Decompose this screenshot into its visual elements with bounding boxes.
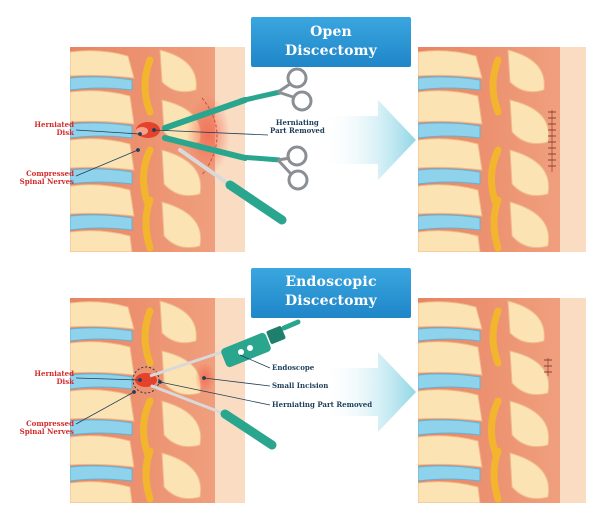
label-herniating-part-open: Herniating Part Removed: [270, 119, 325, 135]
arrow-endoscopic: [322, 352, 416, 432]
spine-panel-open-before: [70, 47, 245, 252]
label-text: Herniated: [34, 369, 74, 378]
endoscope-instrument: [149, 319, 301, 378]
label-text: Compressed: [26, 169, 74, 178]
label-text: Spinal Nerves: [19, 427, 74, 436]
spine-panel-endoscopic-before: [70, 298, 245, 503]
label-text: Disk: [56, 377, 74, 386]
label-text: Part Removed: [270, 126, 325, 135]
label-text: Herniating: [275, 118, 319, 127]
label-small-incision: Small Incision: [272, 381, 329, 390]
sutures-long: [548, 110, 556, 172]
sutures-short: [544, 358, 552, 376]
label-text: Spinal Nerves: [19, 177, 74, 186]
title-endo-line2: Discectomy: [284, 293, 378, 309]
label-text: Compressed: [26, 419, 74, 428]
surgical-instruments-open: [162, 67, 313, 225]
title-open-line2: Discectomy: [284, 43, 378, 59]
label-compressed-nerves-open: Compressed Spinal Nerves: [20, 170, 74, 186]
label-text: Disk: [56, 128, 74, 137]
scalpel: [178, 148, 287, 225]
label-compressed-nerves-endo: Compressed Spinal Nerves: [20, 420, 74, 436]
retractor-upper: [162, 67, 313, 131]
label-herniating-part-endo: Herniating Part Removed: [272, 400, 373, 409]
arrow-open: [322, 100, 416, 180]
title-open-line1: Open: [310, 24, 352, 40]
grasping-tool: [150, 384, 277, 450]
title-endoscopic-discectomy: Endoscopic Discectomy: [251, 268, 411, 318]
spine-panel-open-after: [418, 47, 586, 252]
label-text: Herniated: [34, 120, 74, 129]
retractor-lower: [162, 135, 309, 191]
label-endoscope: Endoscope: [272, 363, 315, 372]
spine-panel-endoscopic-after: [418, 298, 586, 503]
leader-lines: [75, 128, 271, 425]
label-herniated-disk-endo: Herniated Disk: [34, 370, 74, 386]
title-endo-line1: Endoscopic: [285, 274, 377, 290]
title-open-discectomy: Open Discectomy: [251, 17, 411, 67]
label-herniated-disk-open: Herniated Disk: [34, 121, 74, 137]
